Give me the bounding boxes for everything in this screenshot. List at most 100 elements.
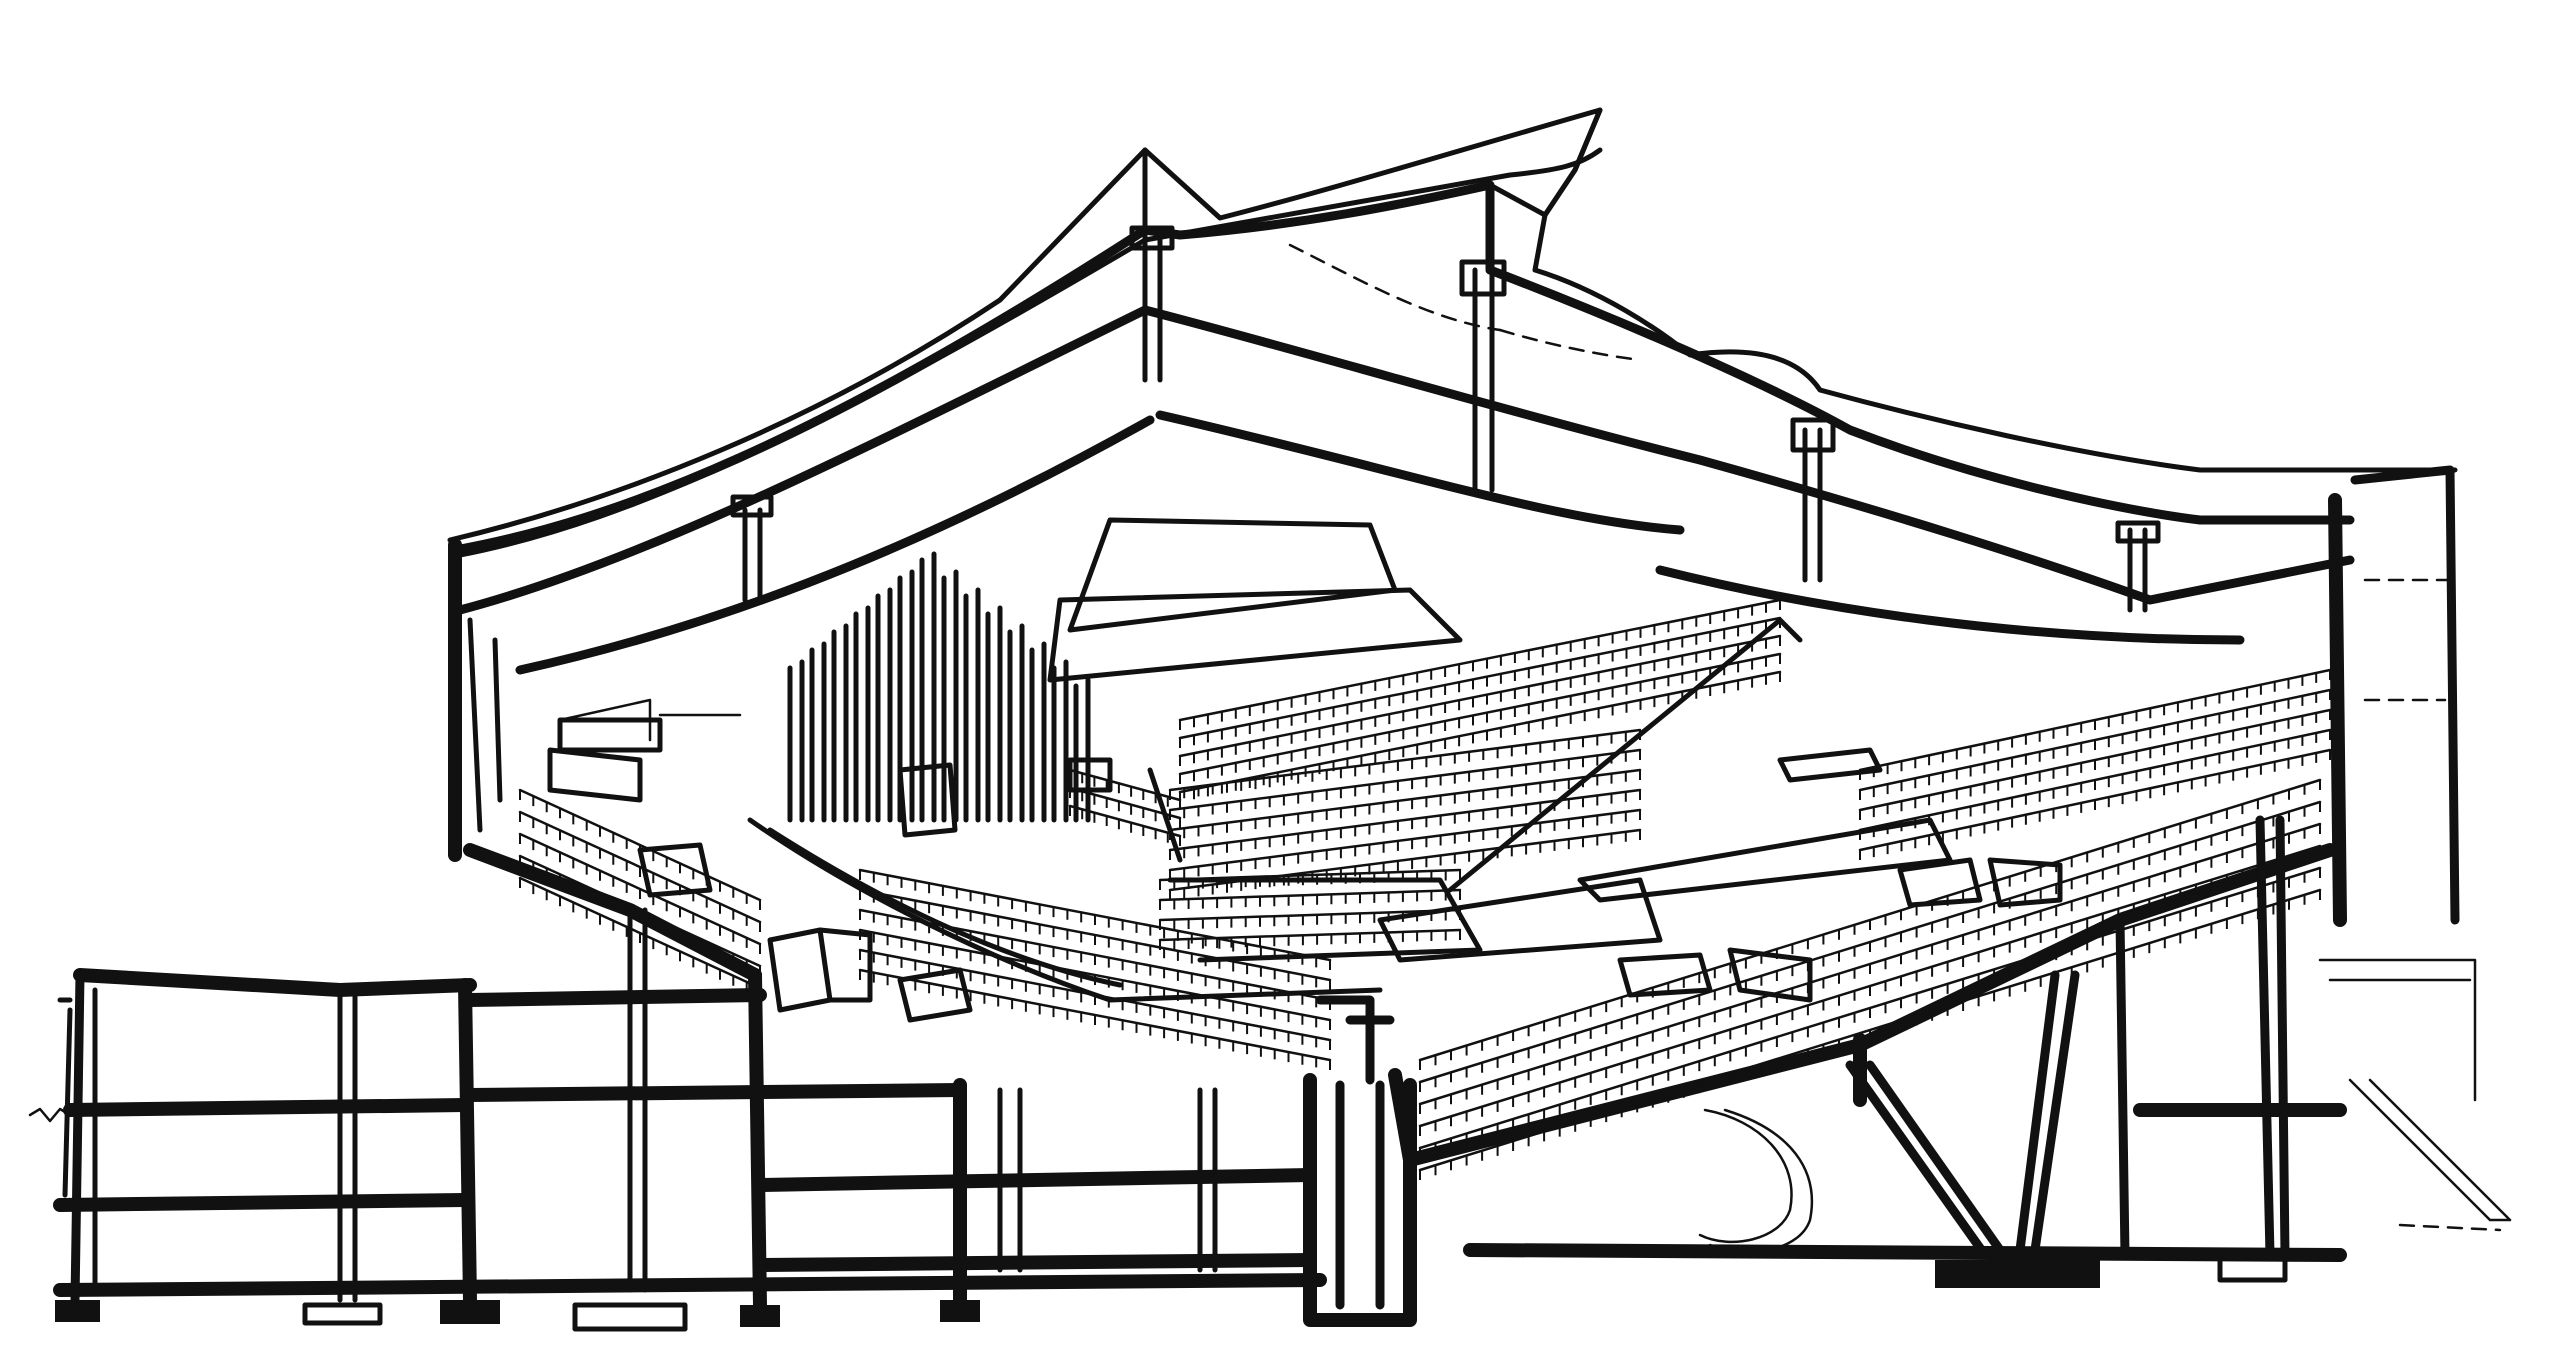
roof-hanger-4 [1802,427,1823,583]
seats-upper-center-row [1178,598,1782,722]
right-upper-balcony [1777,747,1883,783]
right-column-2 [2115,915,2130,1260]
panel-center-box [1047,587,1463,683]
footing-4 [740,1305,780,1327]
roof-hanger-1 [742,507,763,603]
auditorium-walls [467,465,2460,1167]
seats-center-low-row [1158,888,1462,902]
diagonal-strut-1 [1845,1060,2005,1260]
seats-center-low-row [1158,908,1462,922]
right-column-1 [2255,815,2290,1260]
stage-pit-inner [1335,1080,1385,1310]
basement-floor [753,1253,1317,1272]
seats-left-seat-ticks [519,856,761,976]
right-lower-wing [1463,815,2512,1288]
seats-left-upper-row [1068,768,1182,802]
auditorium-left-wall [467,617,503,833]
block-8 [1987,857,2063,908]
spiral-stair-2 [1708,1108,1814,1254]
hanger-cap-4 [1790,417,1836,453]
column-c1 [748,968,767,1312]
organ-pipe [787,659,805,823]
hanger-cap-2 [1129,225,1175,251]
mid-floor [753,1168,1317,1192]
column-c5 [1197,1087,1218,1273]
block-4 [637,842,713,898]
seats-center-seat-ticks [1169,810,1641,880]
seats-upper-center-seat-ticks [1179,654,1781,784]
seats-right-lower-seat-ticks [1419,846,2321,1136]
left-floor-2 [53,1193,472,1212]
hanger-cap-3 [1459,259,1507,297]
seats-right-upper-seat-ticks [1859,670,2331,780]
seats-right-lower-seat-ticks [1419,824,2321,1114]
seats-center-row [1168,808,1642,872]
organ-pipe [831,623,849,823]
seats-center-low-seat-ticks [1159,930,1461,950]
seats-center-low-seat-ticks [1159,890,1461,910]
seats-upper-center-row [1178,652,1782,776]
seats-left-upper-row [1068,786,1182,820]
entrance-stair [2348,1078,2512,1222]
roof-hanger-3 [1472,267,1495,493]
left-end-wall [70,970,85,1305]
diagonal-strut-2 [2015,970,2080,1255]
seats-upper-center-row [1178,670,1782,794]
organ-pipe [875,587,893,823]
stair-center-diagonal [747,817,1383,1003]
lower-floor-slab [463,988,767,1007]
ceiling-reflector-right [1655,565,2245,645]
central-substructure [463,843,1417,1332]
hidden-line-roof-2 [1498,328,1642,362]
seats-upper-center-row [1178,616,1782,740]
hidden-line-roof-1 [1288,243,1502,332]
foyer-floor-slab [463,1083,967,1102]
seats-center-row [1168,728,1642,792]
right-wall-facade [2350,465,2460,925]
organ-pipe [1029,641,1047,823]
seats-center-row [1168,748,1642,812]
roof-outer-profile [447,107,2458,543]
footing-6 [572,1302,688,1332]
block-2 [817,927,873,1003]
interior-panels [547,517,2063,1023]
roof-peak-fin [1142,107,1603,243]
organ-pipe [919,551,937,823]
seats-upper-center-seat-ticks [1179,636,1781,766]
entrance-canopy [2318,958,2477,1102]
seats-front-seat-ticks [859,950,1331,1050]
seats-center-seat-ticks [1169,730,1641,800]
stage-wall [1388,1068,1417,1167]
divider-left [1147,767,1183,863]
organ-pipe [809,641,827,823]
panel-left-box [557,717,663,753]
seats-left-upper-seat-ticks [1069,806,1181,846]
right-outer-wall [2328,493,2347,927]
seats-right-lower-seat-ticks [1419,868,2321,1158]
organ-pipe [853,605,871,823]
left-column-2 [458,978,477,1307]
roof-hanger-2 [1142,237,1163,383]
divider-right [1447,617,1803,893]
spiral-stair-1 [1698,1108,1793,1244]
stair-center-diagonal-2 [767,827,1123,988]
right-basement-floor [1463,1243,2347,1262]
facade-hidden-line [2363,578,2452,702]
block-7 [1897,857,1983,908]
hanger-cap-5 [2115,520,2161,544]
organ-pipe [1051,659,1069,823]
footing-7 [2217,1255,2288,1283]
seats-right-lower-seat-ticks [1419,780,2321,1070]
block-10 [897,762,958,838]
organ-pipe [941,569,959,823]
footing-1 [55,1300,100,1322]
seats-right-upper-seat-ticks [1859,690,2331,800]
ground-dash [2398,1223,2502,1232]
roof-inner-skin [457,147,1603,558]
seats-upper-center-seat-ticks [1179,618,1781,748]
footing-5 [940,1300,980,1322]
panel-right-terrace [1577,817,1953,903]
seats-right-lower-seat-ticks [1419,890,2321,1180]
column-c4 [997,1087,1023,1273]
seats-right-upper-seat-ticks [1859,750,2331,860]
